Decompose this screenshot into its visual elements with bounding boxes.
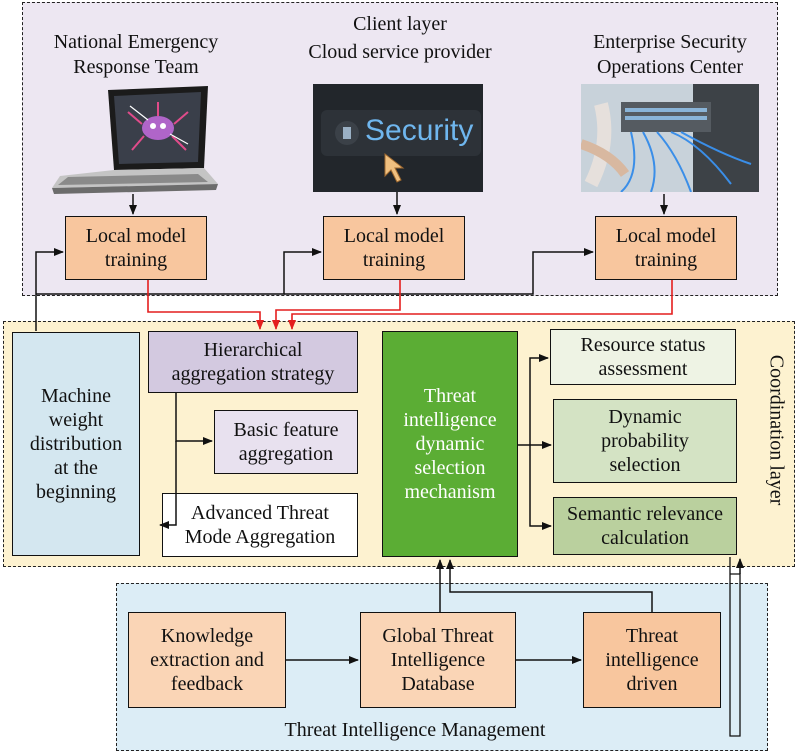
coordination-layer-title: Coordination layer <box>765 354 788 506</box>
dynamic-probability-box: Dynamic probability selection <box>553 399 737 483</box>
selection-mechanism-box: Threat intelligence dynamic selection me… <box>382 331 518 557</box>
client-layer-title: Client layer <box>353 13 447 35</box>
basic-feature-box: Basic feature aggregation <box>214 410 358 474</box>
local-training-emergency: Local model training <box>65 216 207 280</box>
threat-driven-box: Threat intelligence driven <box>583 612 721 708</box>
local-training-cloud: Local model training <box>323 216 465 280</box>
client-name-emergency: National Emergency Response Team <box>53 31 219 78</box>
local-training-enterprise: Local model training <box>595 216 737 280</box>
advanced-threat-box: Advanced Threat Mode Aggregation <box>162 493 358 557</box>
hierarchical-aggregation-box: Hierarchical aggregation strategy <box>148 331 358 393</box>
knowledge-extraction-box: Knowledge extraction and feedback <box>128 612 286 708</box>
server-rack-icon <box>581 84 759 192</box>
semantic-relevance-box: Semantic relevance calculation <box>553 497 737 555</box>
security-key-icon: Security <box>313 84 483 192</box>
laptop-virus-icon <box>48 84 220 196</box>
security-key-label: Security <box>365 114 474 147</box>
management-layer-title: Threat Intelligence Management <box>284 719 546 741</box>
client-name-cloud: Cloud service provider <box>308 41 492 63</box>
global-database-box: Global Threat Intelligence Database <box>360 612 516 708</box>
client-name-enterprise: Enterprise Security Operations Center <box>593 31 747 78</box>
resource-status-box: Resource status assessment <box>550 329 736 385</box>
machine-weight-box: Machine weight distribution at the begin… <box>12 332 140 556</box>
